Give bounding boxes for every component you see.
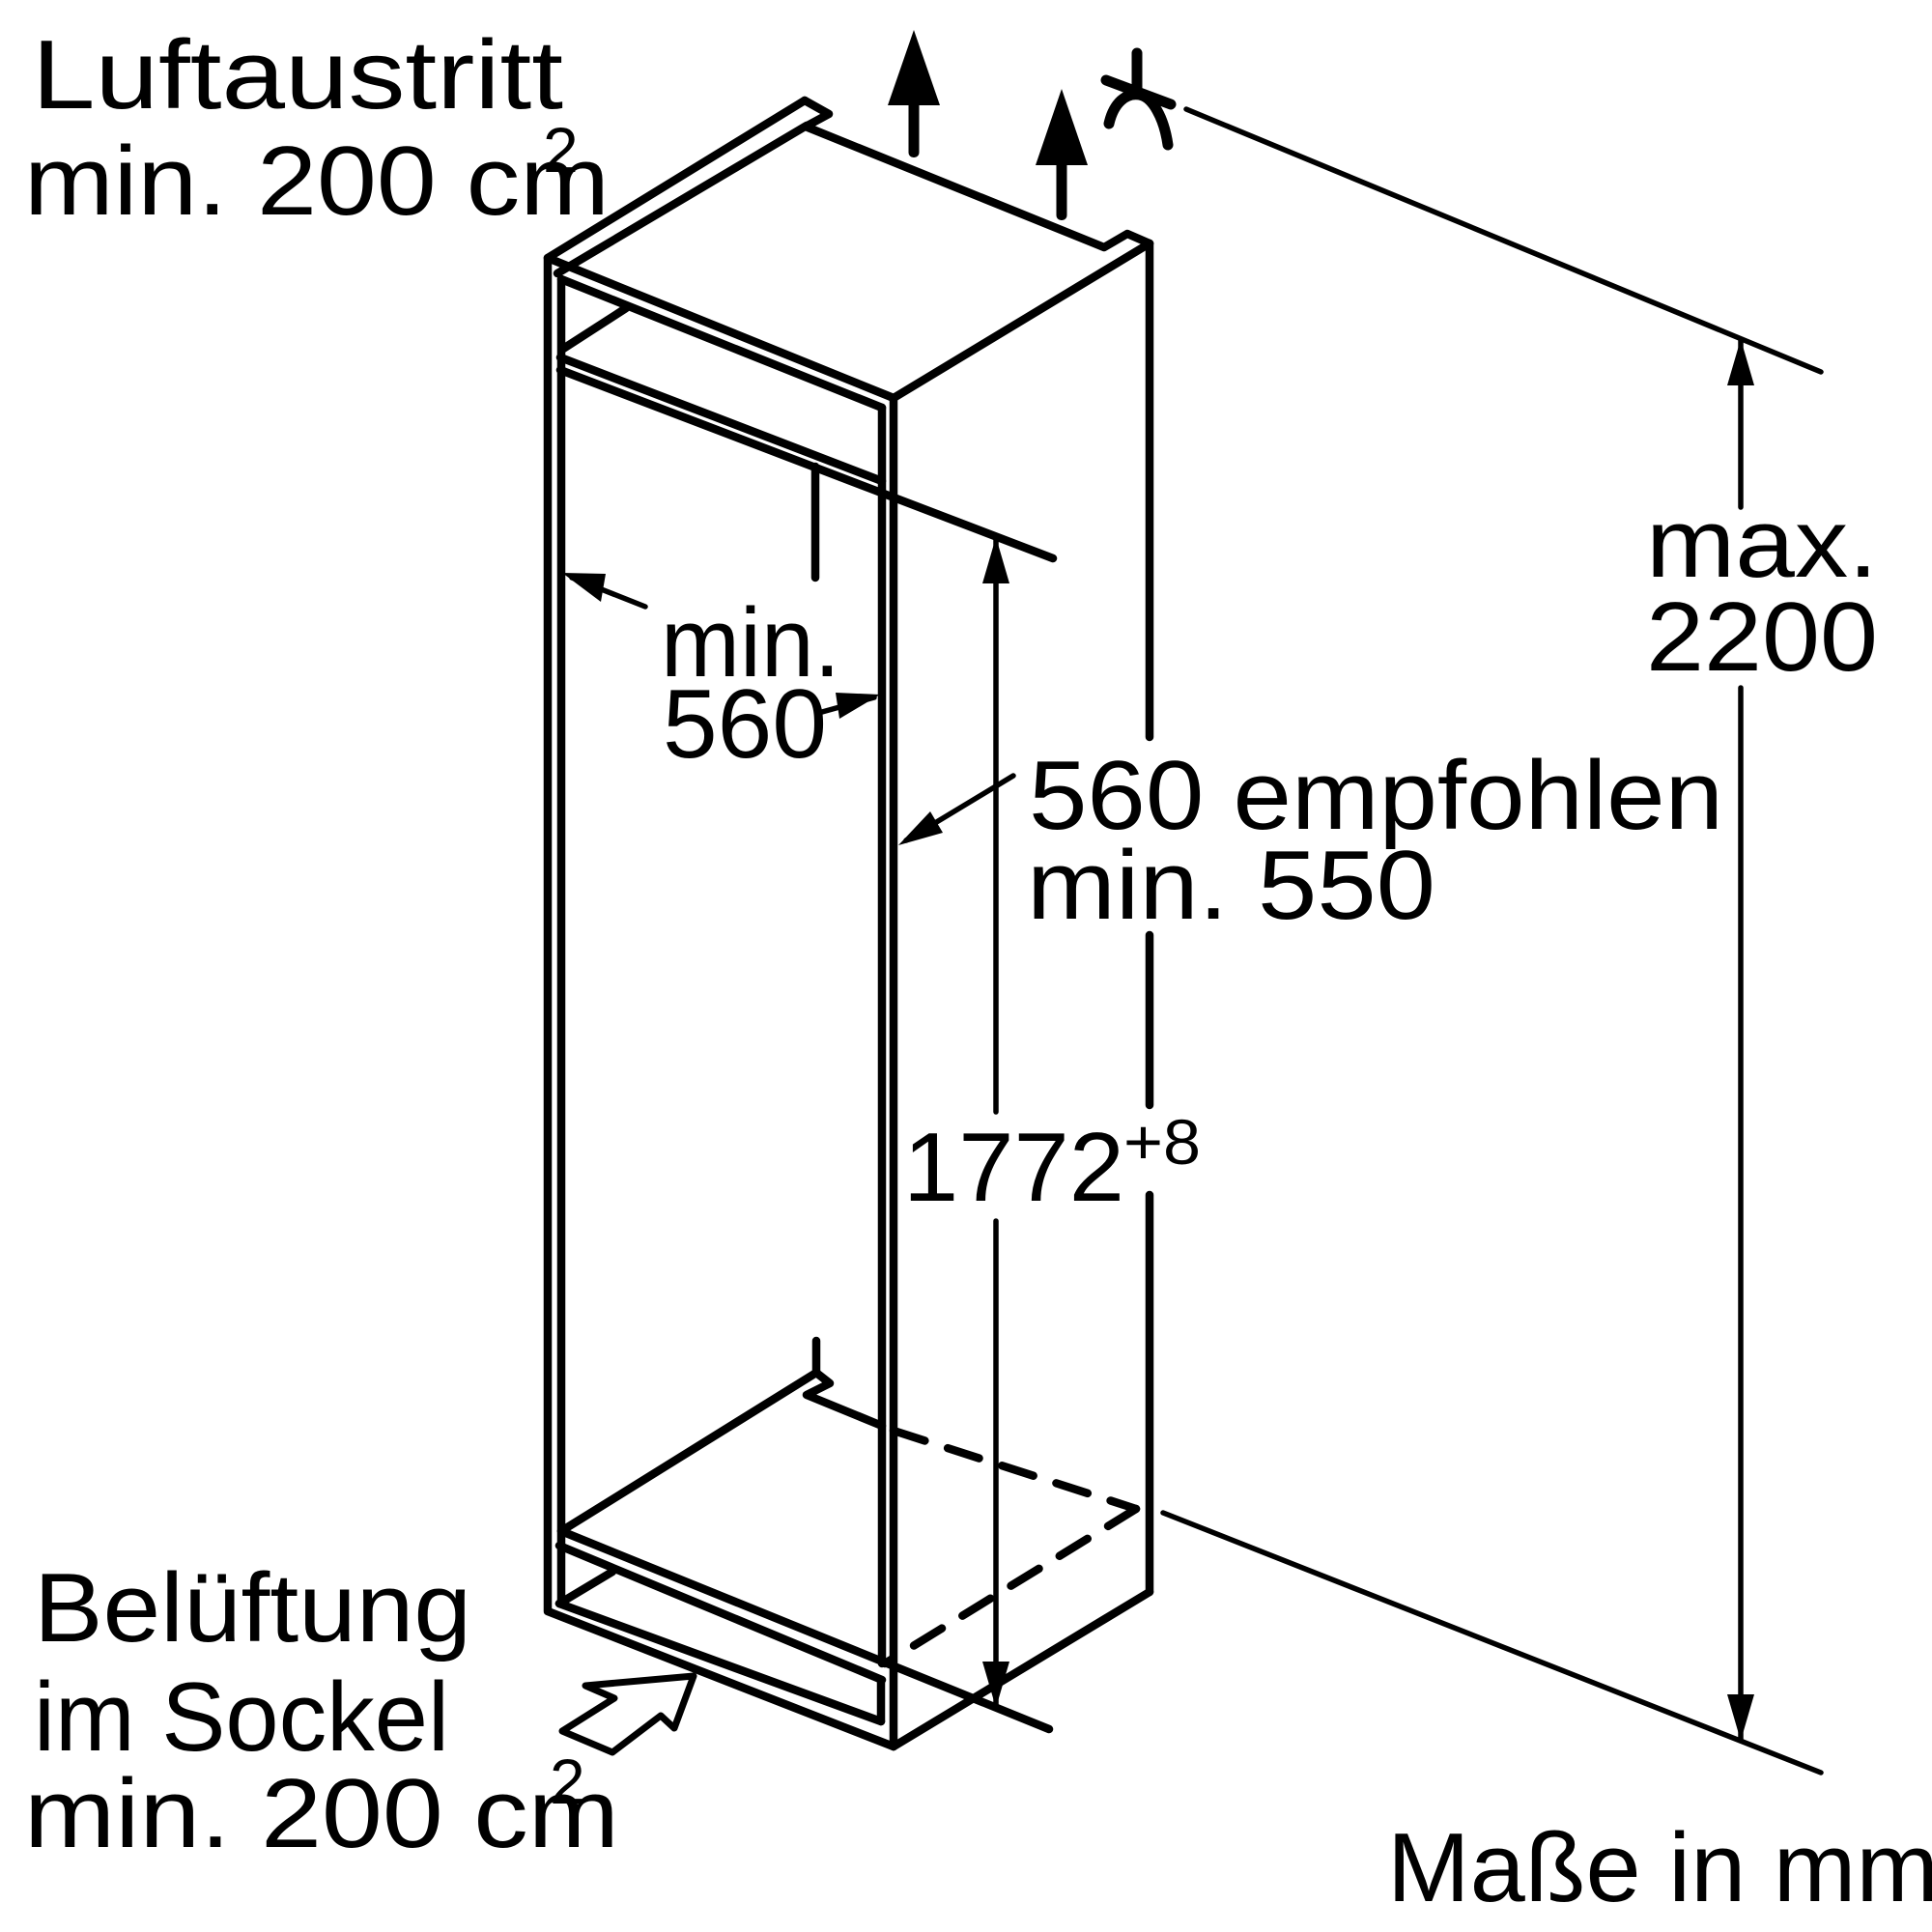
svg-text:Maße in mm: Maße in mm xyxy=(1387,1814,1932,1922)
svg-text:2200: 2200 xyxy=(1646,583,1878,692)
svg-text:1772: 1772 xyxy=(903,1114,1124,1222)
svg-text:min. 200 cm: min. 200 cm xyxy=(24,1760,619,1868)
svg-text:min.: min. xyxy=(661,589,840,697)
svg-text:im Sockel: im Sockel xyxy=(34,1663,449,1772)
svg-text:560 empfohlen: 560 empfohlen xyxy=(1029,742,1723,850)
svg-text:max.: max. xyxy=(1646,490,1878,598)
svg-text:min. 550: min. 550 xyxy=(1027,832,1435,940)
svg-text:2: 2 xyxy=(550,1746,585,1817)
svg-text:+8: +8 xyxy=(1123,1106,1201,1178)
svg-text:min. 200 cm: min. 200 cm xyxy=(24,128,610,236)
svg-text:Belüftung: Belüftung xyxy=(34,1554,471,1662)
svg-text:Luftaustritt: Luftaustritt xyxy=(32,21,563,129)
svg-text:560: 560 xyxy=(663,670,827,779)
svg-text:2: 2 xyxy=(543,114,579,185)
